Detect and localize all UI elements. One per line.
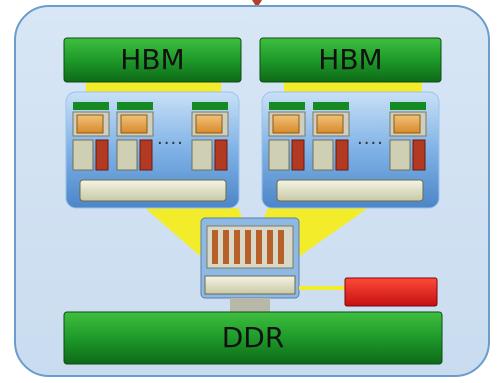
central-switch <box>200 217 300 299</box>
ddr-link <box>230 298 270 312</box>
red-link <box>299 286 345 290</box>
ellipsis-left: .... <box>157 128 184 149</box>
ellipsis-right: .... <box>357 128 384 149</box>
hbm-left <box>63 37 242 83</box>
panel-bus-right <box>276 179 424 202</box>
red-device <box>344 277 438 307</box>
hbm-right <box>259 37 442 83</box>
core-group-right <box>268 102 427 171</box>
ddr-block <box>63 311 443 365</box>
top-arrow <box>252 0 262 8</box>
hbm-left-connector <box>86 82 221 92</box>
hbm-right-connector <box>284 82 422 92</box>
core-group-left <box>72 102 229 171</box>
panel-bus-left <box>79 179 227 202</box>
